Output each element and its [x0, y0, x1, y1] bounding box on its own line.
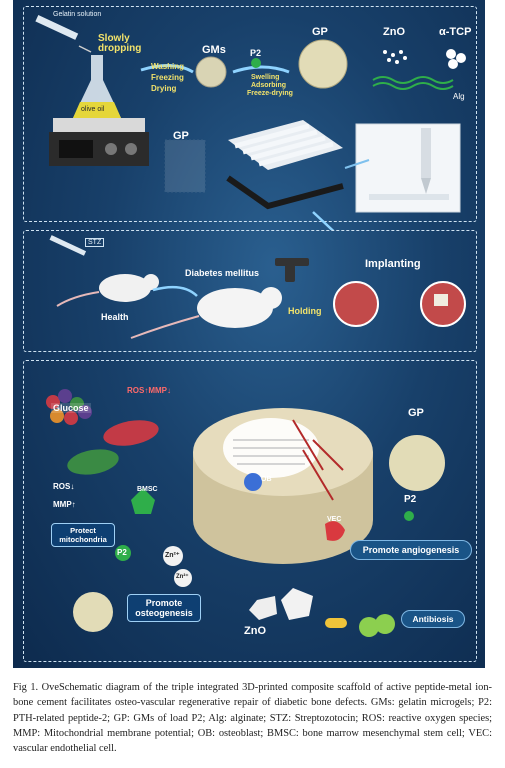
- glucose-label: Glucose: [51, 403, 91, 413]
- zno-bottom-label: ZnO: [244, 625, 266, 637]
- gp-scaffold-label: GP: [173, 130, 189, 142]
- ros2-text: ROS: [53, 482, 71, 491]
- panel2-illustration: [49, 235, 466, 339]
- panel3-illustration: [46, 389, 445, 637]
- figure-caption: Fig 1. OveSchematic diagram of the tripl…: [13, 682, 492, 755]
- bmsc-label: BMSC: [137, 486, 158, 493]
- bacteria-icon-1: [359, 617, 379, 637]
- mitochondria-damaged-icon: [103, 420, 159, 446]
- tcp-particles: [446, 49, 466, 69]
- stz-label: STZ: [85, 238, 105, 247]
- panel1-illustration: [35, 14, 466, 230]
- zno-particle-face-2: [281, 588, 313, 620]
- promote-osteogenesis-box: Promote osteogenesis: [127, 594, 201, 622]
- p2-bead: [251, 58, 261, 68]
- panel-animal-model: [23, 230, 477, 352]
- diabetes-label: Diabetes mellitus: [185, 268, 260, 278]
- gelatin-solution-label: Gelatin solution: [53, 11, 102, 18]
- mmp2-text: MMP: [53, 500, 72, 509]
- mitochondria-healthy-icon: [67, 449, 119, 475]
- process1-step2: Freezing: [151, 73, 184, 82]
- vec-cell: [325, 521, 345, 541]
- gms-label: GMs: [202, 44, 226, 56]
- zno-particles: [383, 50, 407, 64]
- zn-label-1: Zn²⁺: [165, 552, 180, 559]
- protect-mitochondria-box: Protect mitochondria: [51, 523, 115, 547]
- implant-site-1: [333, 281, 379, 327]
- holding-label: Holding: [288, 306, 322, 316]
- slowly-dropping-label: Slowly dropping: [98, 33, 142, 54]
- alg-strands: [372, 76, 454, 84]
- flask-icon: [73, 55, 121, 118]
- gp-zoom-box: [164, 139, 206, 193]
- zn-ion-2: [174, 569, 192, 587]
- glucose-molecules: [46, 389, 92, 425]
- gp-label: GP: [312, 26, 328, 38]
- ob-label: OB: [261, 476, 272, 483]
- gms-sphere: [195, 56, 227, 88]
- zn-label-2: Zn²⁺: [176, 574, 189, 580]
- mmp-label: MMP: [148, 386, 168, 395]
- bacteria-icon-2: [375, 614, 395, 634]
- zn-ion-1: [163, 546, 183, 566]
- p2-bead: [115, 545, 131, 561]
- drill-icon: [275, 258, 309, 282]
- ros-mmp-label: ROS↑MMP↓: [127, 386, 172, 395]
- scaffold-cross-section: [193, 408, 373, 564]
- tcp-label: α-TCP: [439, 26, 472, 38]
- antibiosis-box: Antibiosis: [401, 610, 465, 628]
- healthy-rat-icon: [56, 274, 159, 307]
- olive-oil-label: olive oil: [81, 106, 105, 113]
- gp-sphere: [298, 39, 348, 89]
- p2-right-label: P2: [404, 494, 417, 505]
- implanting-label: Implanting: [365, 258, 421, 270]
- diabetic-rat-icon: [130, 287, 282, 339]
- gp-right-label: GP: [408, 407, 424, 419]
- p2-right-bead: [404, 511, 414, 521]
- ros-down-label: ROS↓: [53, 482, 75, 491]
- panel-mechanism: [23, 360, 477, 662]
- p2-label: P2: [250, 48, 262, 58]
- ob-cell: [244, 473, 262, 491]
- process2-step3: Freeze-drying: [247, 90, 293, 97]
- printed-scaffold: [226, 120, 344, 210]
- hot-plate-icon: [49, 118, 149, 166]
- vec-label: VEC: [327, 516, 342, 523]
- health-label: Health: [101, 312, 129, 322]
- process1-step3: Drying: [151, 84, 177, 93]
- ros-label: ROS: [127, 386, 145, 395]
- zno-particle-face-1: [249, 596, 277, 620]
- promote-angiogenesis-box: Promote angiogenesis: [350, 540, 472, 560]
- zno-label: ZnO: [383, 26, 405, 38]
- process2-step2: Adsorbing: [251, 82, 286, 89]
- mmp-up-label: MMP↑: [53, 500, 76, 509]
- gms-bottom-sphere: [73, 592, 113, 632]
- syringe-icon: [35, 14, 92, 53]
- gp-right-sphere: [389, 435, 445, 491]
- panel-fabrication: [23, 6, 477, 222]
- process1-step1: Washing: [151, 62, 185, 71]
- process2-step1: Swelling: [251, 74, 280, 81]
- schematic-figure: Gelatin solution Slowly dropping olive o…: [13, 0, 485, 668]
- alg-label: Alg: [453, 92, 465, 101]
- p2-bottom-label: P2: [117, 548, 127, 557]
- bmsc-cell-icon: [131, 488, 155, 514]
